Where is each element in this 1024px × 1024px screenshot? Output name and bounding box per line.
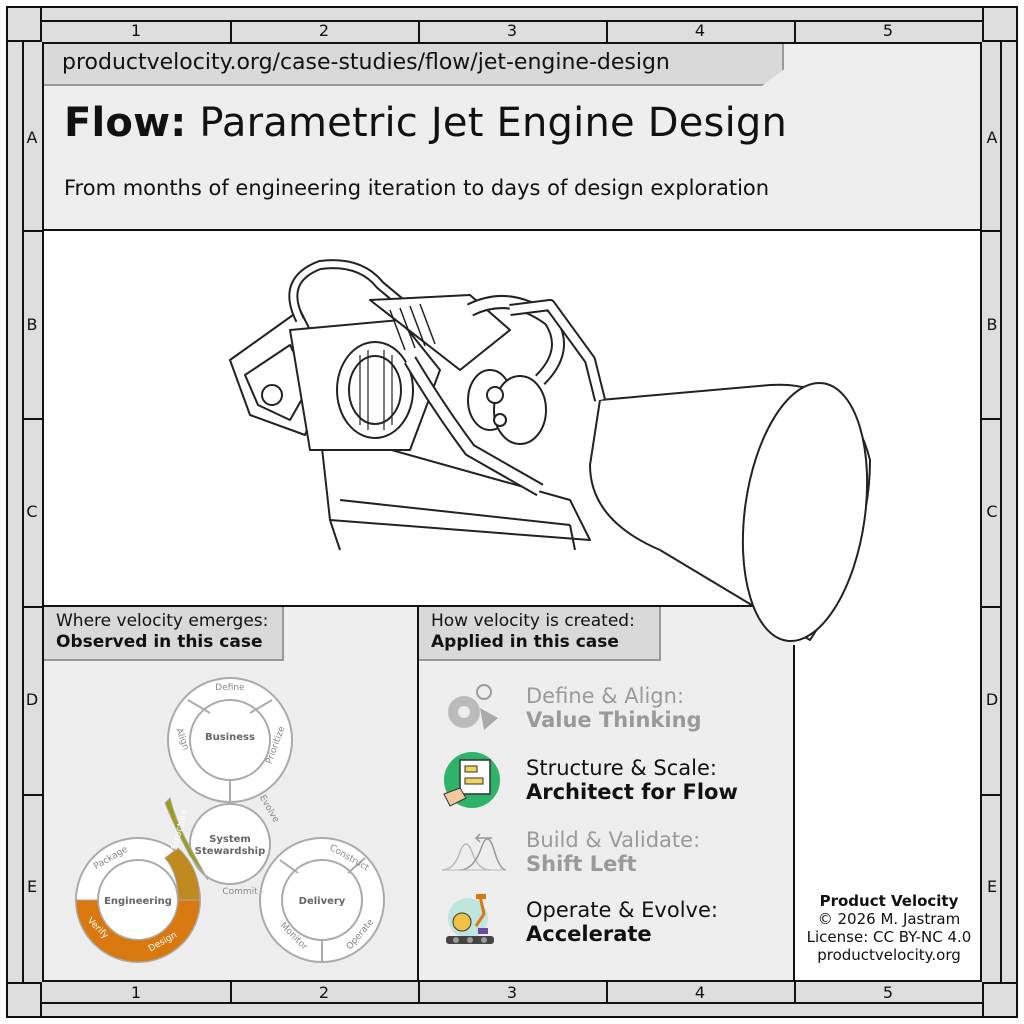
- observed-bold: Observed in this case: [56, 632, 263, 652]
- practice-text: Operate & Evolve: Accelerate: [526, 898, 718, 946]
- credits-block: Product Velocity © 2026 M. Jastram Licen…: [796, 892, 982, 964]
- practice-architect-for-flow: Structure & Scale: Architect for Flow: [440, 750, 780, 810]
- observed-label: Where velocity emerges:: [56, 611, 269, 631]
- shift-left-icon: [441, 833, 507, 871]
- applied-label: How velocity is created:: [431, 611, 635, 631]
- grid-col-label: 1: [130, 983, 142, 1002]
- page-subtitle: From months of engineering iteration to …: [64, 176, 770, 200]
- grid-row-label: E: [26, 877, 38, 896]
- grid-col-label: 4: [694, 983, 706, 1002]
- applied-bold: Applied in this case: [431, 632, 619, 652]
- hub-engineering: Engineering: [104, 896, 172, 907]
- practice-text: Structure & Scale: Architect for Flow: [526, 756, 738, 804]
- grid-row-label: E: [986, 877, 998, 896]
- grid-row-label: B: [986, 315, 998, 334]
- credits-name: Product Velocity: [819, 892, 959, 910]
- jet-engine-illustration: [229, 259, 871, 643]
- grid-row-label: D: [25, 690, 39, 709]
- credits-site[interactable]: productvelocity.org: [817, 946, 961, 964]
- grid-col-label: 2: [318, 21, 330, 40]
- url-link[interactable]: productvelocity.org/case-studies/flow/je…: [44, 44, 784, 86]
- hub-business: Business: [205, 732, 255, 743]
- grid-row-label: B: [26, 315, 38, 334]
- grid-col-label: 3: [506, 983, 518, 1002]
- accelerate-icon: [446, 894, 494, 944]
- observed-tab: Where velocity emerges: Observed in this…: [44, 607, 284, 661]
- title-bold: Flow:: [64, 100, 187, 146]
- architect-for-flow-icon: [443, 752, 500, 808]
- grid-col-label: 2: [318, 983, 330, 1002]
- credits-panel: [795, 646, 980, 980]
- engineering-highlight: [75, 899, 201, 963]
- grid-col-label: 4: [694, 21, 706, 40]
- grid-col-label: 3: [506, 21, 518, 40]
- grid-col-label: 1: [130, 21, 142, 40]
- grid-row-label: C: [986, 502, 998, 521]
- practice-text: Build & Validate: Shift Left: [526, 828, 701, 876]
- applied-tab: How velocity is created: Applied in this…: [419, 607, 661, 661]
- grid-col-label: 5: [882, 983, 894, 1002]
- page-title: Flow: Parametric Jet Engine Design: [64, 100, 787, 146]
- grid-row-label: A: [26, 128, 38, 147]
- credits-license: License: CC BY-NC 4.0: [806, 928, 972, 946]
- credits-copyright: © 2026 M. Jastram: [817, 910, 961, 928]
- practice-text: Define & Align: Value Thinking: [526, 684, 702, 732]
- seg-commit: Commit: [222, 887, 258, 897]
- hub-delivery: Delivery: [299, 896, 346, 907]
- grid-row-label: D: [985, 690, 999, 709]
- value-thinking-icon: [448, 684, 498, 730]
- practice-value-thinking: Define & Align: Value Thinking: [440, 678, 780, 738]
- title-rest: Parametric Jet Engine Design: [199, 100, 788, 146]
- grid-row-label: C: [26, 502, 38, 521]
- grid-row-label: A: [986, 128, 998, 147]
- seg-define: Define: [215, 683, 245, 693]
- grid-col-label: 5: [882, 21, 894, 40]
- practice-shift-left: Build & Validate: Shift Left: [440, 822, 780, 882]
- practice-accelerate: Operate & Evolve: Accelerate: [440, 892, 780, 952]
- structure-segment: [164, 797, 209, 881]
